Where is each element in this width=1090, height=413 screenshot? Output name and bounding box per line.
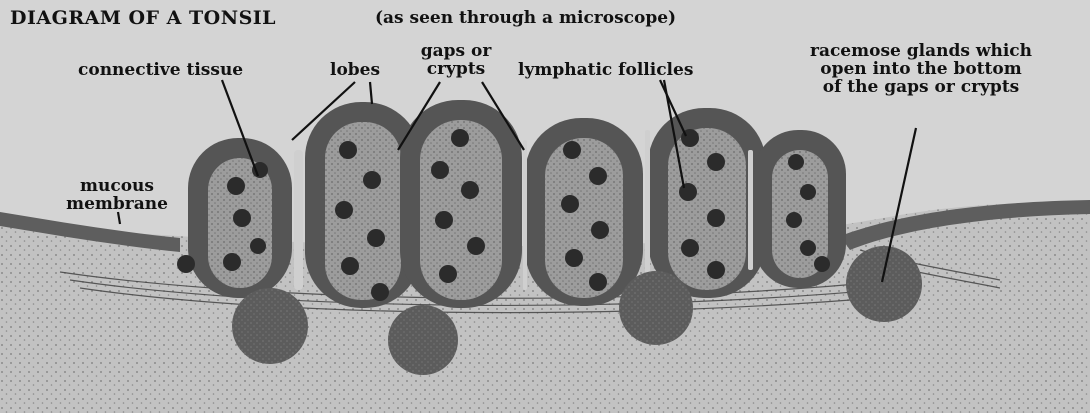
label-lymphatic-follicles: lymphatic follicles — [518, 62, 693, 79]
lobe-4 — [525, 118, 643, 306]
diagram-title: DIAGRAM OF A TONSIL — [10, 9, 276, 28]
leader-lobes-b — [370, 82, 372, 104]
lobe-6 — [754, 130, 846, 288]
label-connective-tissue: connective tissue — [78, 62, 243, 79]
diagram-subtitle: (as seen through a microscope) — [375, 10, 676, 27]
label-gaps-or-crypts: gaps or crypts — [404, 43, 508, 79]
label-racemose-line-2: open into the bottom — [760, 61, 1082, 79]
label-gaps-or-crypts-line-2: crypts — [404, 61, 508, 79]
label-racemose-line-3: of the gaps or crypts — [760, 79, 1082, 97]
label-mucous-membrane: mucous membrane — [48, 178, 186, 214]
label-racemose-glands: racemose glands which open into the bott… — [760, 43, 1082, 97]
label-lobes: lobes — [330, 62, 380, 79]
label-mucous-line-2: membrane — [48, 196, 186, 214]
